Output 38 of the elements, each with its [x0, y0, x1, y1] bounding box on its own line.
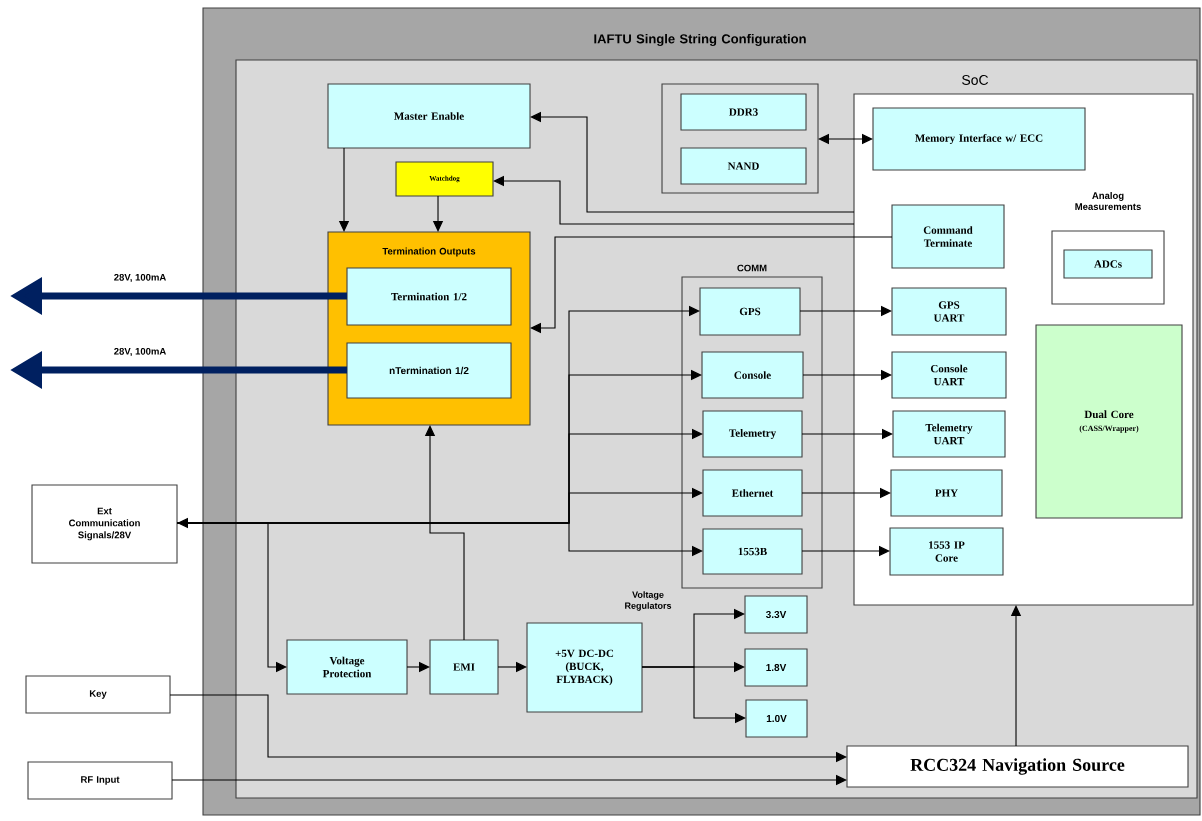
- process-box: 1.0V: [745, 699, 808, 738]
- arrow: [818, 133, 873, 145]
- arrow: [424, 425, 465, 641]
- process-box: Telemetry UART: [892, 410, 1006, 458]
- process-box: EMI: [429, 639, 499, 695]
- process-box: Console: [701, 351, 804, 399]
- node-label: COMM: [737, 264, 767, 272]
- process-box: DDR3: [680, 93, 807, 131]
- process-box: 1.8V: [744, 648, 808, 687]
- edge-label: 28V, 100mA: [112, 272, 168, 284]
- process-box: GPS: [699, 287, 801, 336]
- process-box: Ethernet: [702, 469, 803, 517]
- input-box: Key: [25, 675, 171, 714]
- process-box: 1553B: [702, 528, 803, 575]
- process-box: Termination 1/2: [346, 267, 512, 326]
- process-box: Console UART: [891, 351, 1007, 399]
- group-label: Voltage Regulators: [625, 591, 672, 611]
- node-label: SoC: [962, 75, 989, 85]
- process-box: +5V DC-DC (BUCK, FLYBACK): [526, 622, 643, 713]
- processor-block: Dual Core (CASS/Wrapper): [1035, 324, 1183, 519]
- process-box: nTermination 1/2: [346, 342, 512, 399]
- process-box: Telemetry: [702, 410, 803, 458]
- edge-label: 28V, 100mA: [112, 346, 168, 358]
- process-box: Voltage Protection: [286, 639, 408, 695]
- process-box: ADCs: [1063, 249, 1153, 279]
- process-box: NAND: [680, 147, 807, 185]
- process-box: 3.3V: [744, 595, 808, 634]
- node-label: Analog Measurements: [1075, 192, 1141, 210]
- process-box: Command Terminate: [891, 204, 1005, 269]
- input-box: RF Input: [27, 761, 173, 800]
- arrow: [530, 236, 893, 334]
- external-box: Ext Communication Signals/28V: [31, 484, 178, 564]
- process-box: Memory Interface w/ ECC: [872, 107, 1086, 171]
- process-box: GPS UART: [891, 287, 1007, 336]
- process-box: 1553 IP Core: [889, 527, 1004, 576]
- process-box: Master Enable: [327, 83, 531, 149]
- source-box: RCC324 Navigation Source: [846, 745, 1189, 788]
- process-box: PHY: [890, 469, 1003, 517]
